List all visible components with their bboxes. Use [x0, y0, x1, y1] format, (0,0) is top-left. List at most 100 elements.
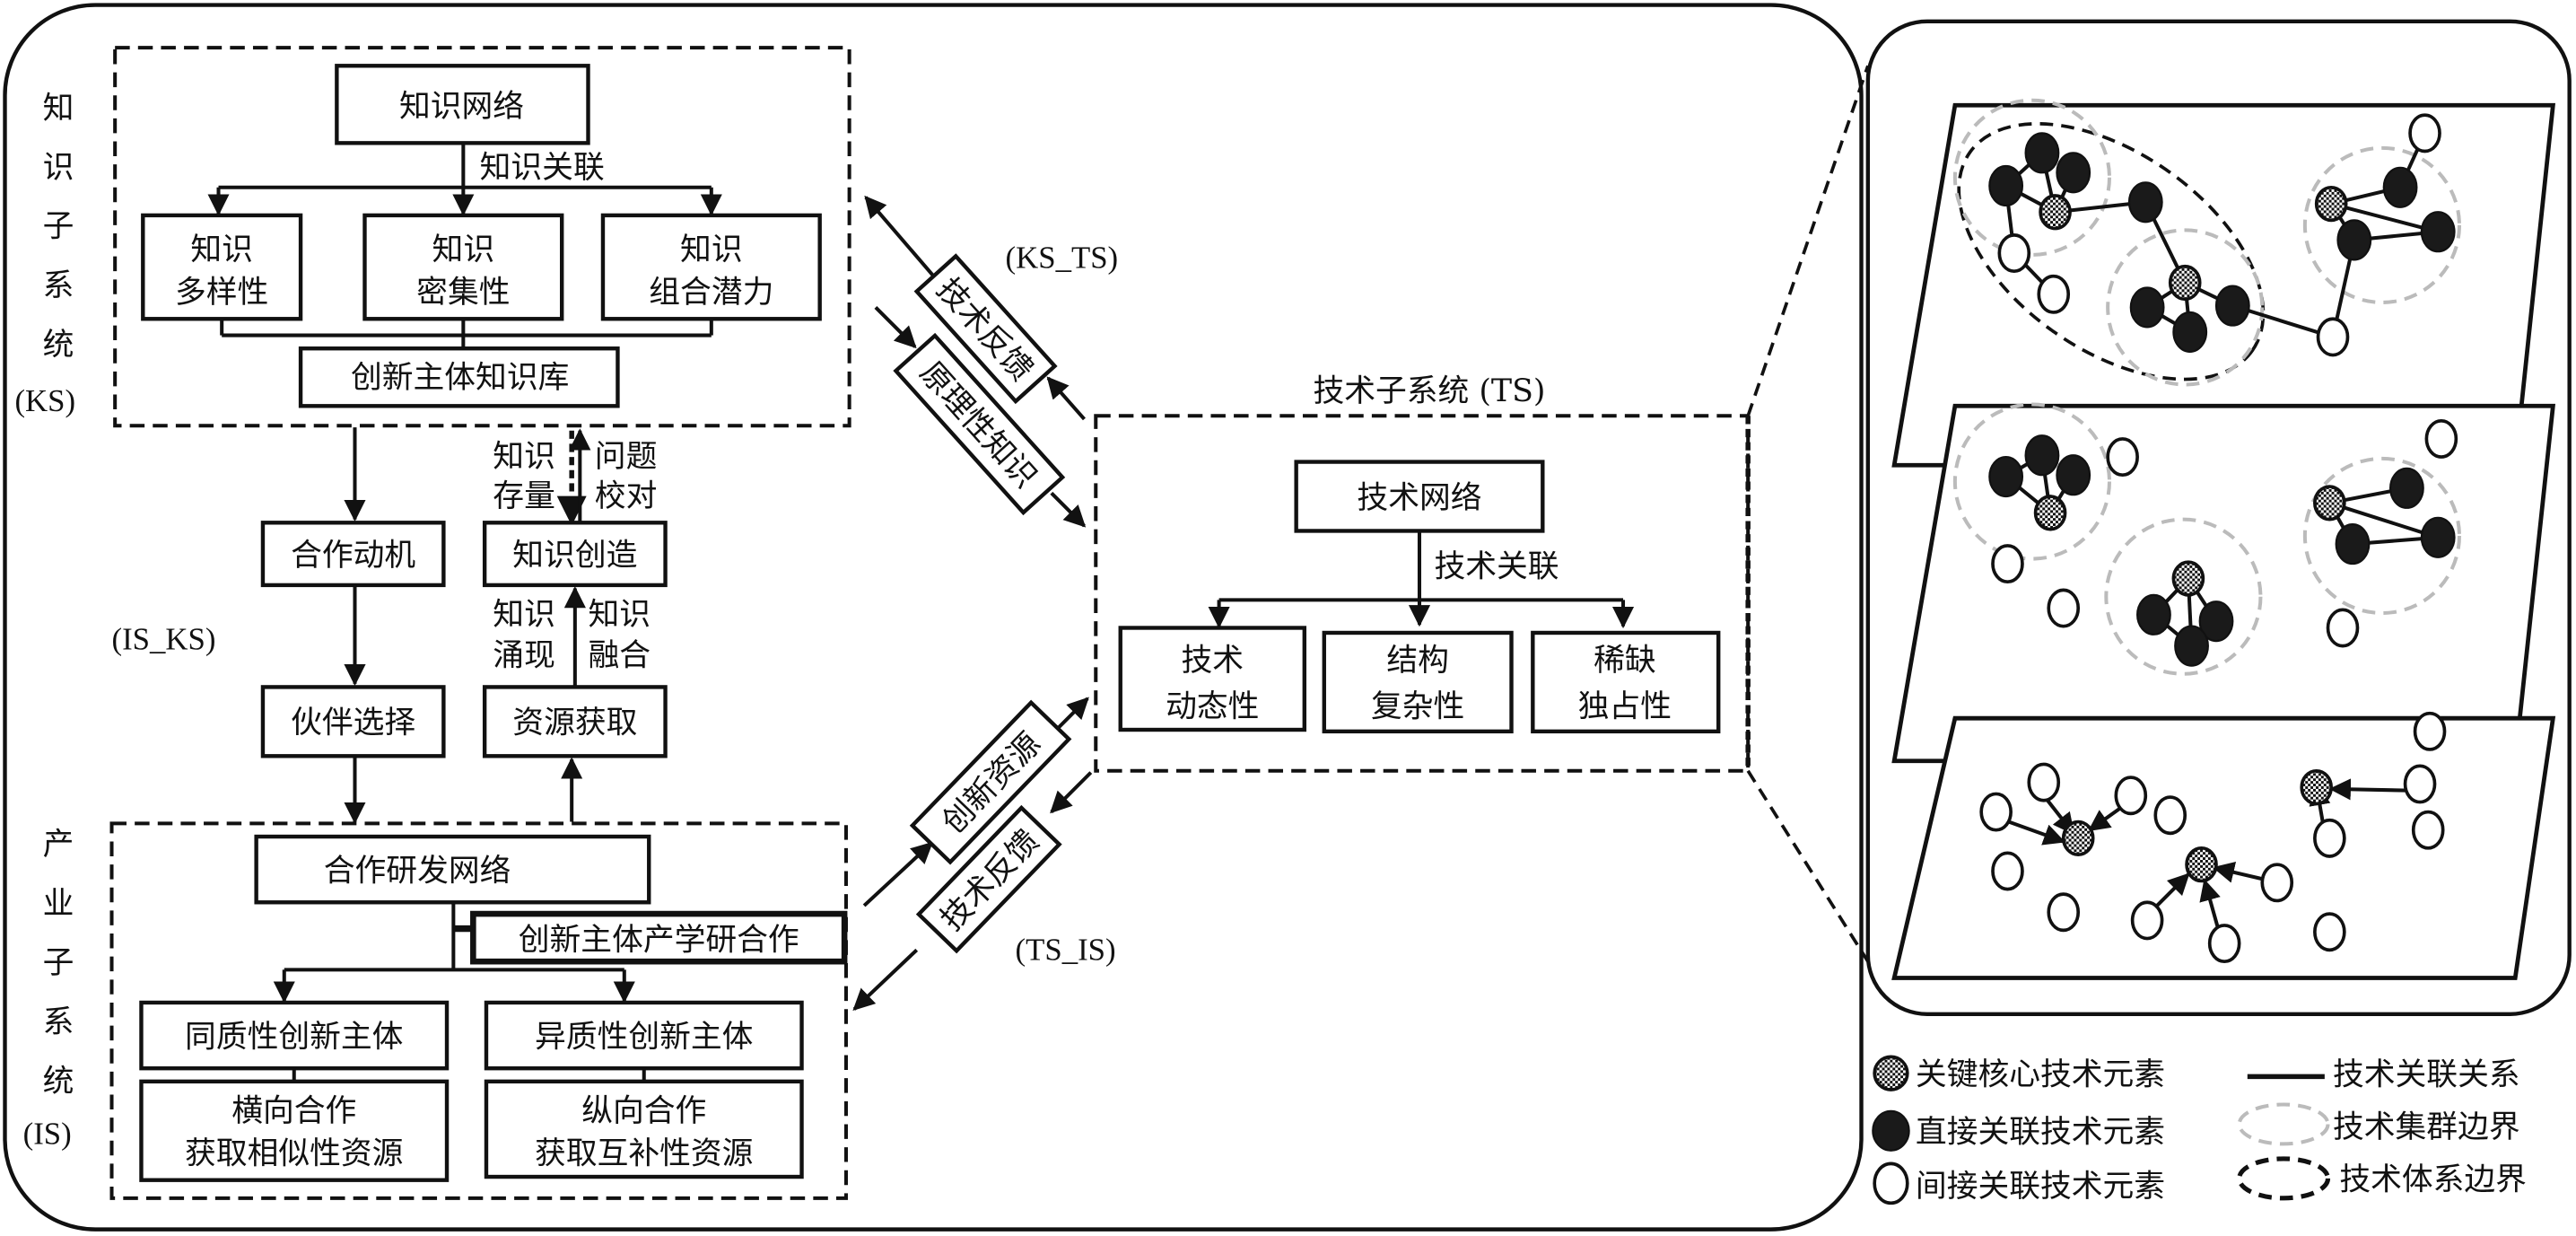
legend-cluster-label: 技术集群边界 [2333, 1109, 2520, 1145]
knowledge-base-label: 创新主体知识库 [351, 360, 569, 396]
knowledge-fusion-line1: 知识 [588, 597, 651, 633]
knowledge-diversity-line2: 多样性 [175, 275, 268, 311]
knowledge-emerge-line2: 涌现 [493, 638, 555, 674]
core-element-icon [1873, 1055, 1909, 1091]
cooperation-motive-label: 合作动机 [291, 538, 415, 574]
legend-item-cluster: 技术集群边界 [2237, 1102, 2520, 1146]
knowledge-diversity-line1: 知识 [190, 232, 253, 267]
knowledge-density-line2: 密集性 [416, 275, 510, 311]
ts-is-interaction: 创新资源 技术反馈 (TS_IS) [852, 697, 1116, 1011]
iur-cooperation-box [470, 910, 848, 965]
knowledge-network-label: 知识网络 [399, 89, 524, 125]
partner-selection-label: 伙伴选择 [291, 706, 415, 741]
network-plane-emergence [1891, 711, 2556, 980]
zoom-connector [1745, 65, 1870, 963]
scarcity-exclusivity-line1: 稀缺 [1594, 643, 1656, 679]
structure-complexity-box [1322, 630, 1514, 734]
tech-network-label: 技术网络 [1357, 480, 1481, 516]
is-label-char: 子 [43, 945, 74, 981]
knowledge-emerge-line1: 知识 [493, 597, 555, 633]
ks-boundary [113, 46, 851, 428]
is-label-char: 系 [43, 1004, 74, 1040]
knowledge-creation-label: 知识创造 [512, 538, 637, 574]
tech-network-box [1294, 460, 1545, 533]
legend-item-direct: 直接关联技术元素 [1872, 1109, 2165, 1152]
legend-direct-label: 直接关联技术元素 [1916, 1115, 2165, 1151]
knowledge-stock-line2: 存量 [493, 478, 555, 514]
legend-core-label: 关键核心技术元素 [1916, 1057, 2165, 1093]
knowledge-fusion-line2: 融合 [588, 638, 651, 674]
network-panel-frame [1865, 19, 2572, 1016]
knowledge-combination-line1: 知识 [680, 232, 743, 267]
legend-relation-label: 技术关联关系 [2333, 1057, 2520, 1093]
horizontal-cooperation-box [139, 1079, 450, 1182]
scarcity-exclusivity-box [1531, 630, 1721, 734]
indirect-element-icon [1873, 1161, 1909, 1205]
iur-cooperation-label: 创新主体产学研合作 [519, 922, 799, 958]
is-side-label: 产 业 子 系 统 (IS) [23, 827, 74, 1151]
tech-dynamics-line1: 技术 [1182, 643, 1244, 679]
legend-indirect-label: 间接关联技术元素 [1916, 1169, 2165, 1205]
direct-element-icon [1872, 1109, 1910, 1152]
vertical-cooperation-line1: 纵向合作 [581, 1093, 706, 1129]
ks-ts-interaction: (KS_TS) 技术反馈 原理性知识 [864, 195, 1119, 528]
structure-complexity-line2: 复杂性 [1371, 688, 1464, 724]
system-boundary-icon [2237, 1156, 2331, 1201]
network-plane-evolved [1891, 98, 2556, 468]
knowledge-creation-box [482, 521, 668, 588]
legend-item-system: 技术体系边界 [2237, 1156, 2527, 1201]
ts-is-label: (TS_IS) [1016, 932, 1116, 967]
is-label-char: 业 [43, 886, 74, 922]
resource-acquisition-box [482, 685, 668, 758]
scarcity-exclusivity-line2: 独占性 [1578, 688, 1672, 724]
ts-subsystem: 技术子系统 (TS) 技术网络 技术关联 技术 动态性 结构 复杂性 稀缺 独占… [1094, 373, 1751, 773]
is-boundary [109, 821, 848, 1200]
rd-network-box [254, 834, 651, 905]
cluster-boundary-icon [2237, 1102, 2330, 1146]
knowledge-base-box [298, 346, 620, 408]
homogeneous-actor-label: 同质性创新主体 [185, 1019, 403, 1055]
horizontal-cooperation-line2: 获取相似性资源 [185, 1135, 403, 1171]
ks-side-label: 知 识 子 系 统 (KS) [14, 91, 75, 418]
ks-label-char: 统 [43, 328, 74, 364]
main-frame [3, 3, 1864, 1232]
rd-network-label: 合作研发网络 [324, 853, 511, 889]
tech-dynamics-box [1118, 626, 1307, 732]
is-label-char: 统 [43, 1064, 74, 1100]
network-plane-clusters [1891, 402, 2556, 764]
legend-item-core: 关键核心技术元素 [1873, 1055, 2165, 1093]
heterogeneous-actor-box [484, 1000, 804, 1071]
problem-check-line1: 问题 [595, 439, 658, 475]
legend: 关键核心技术元素 直接关联技术元素 间接关联技术元素 技术关联关系 技术集群边界… [1872, 1055, 2527, 1205]
legend-system-label: 技术体系边界 [2339, 1162, 2527, 1198]
problem-check-line2: 校对 [595, 478, 658, 514]
partner-selection-box [260, 685, 446, 758]
horizontal-cooperation-line1: 横向合作 [231, 1093, 356, 1129]
knowledge-combination-line2: 组合潜力 [649, 275, 773, 311]
homogeneous-actor-box [139, 1000, 450, 1071]
legend-item-relation: 技术关联关系 [2247, 1057, 2520, 1093]
knowledge-density-box [362, 213, 564, 321]
is-label-char: 产 [43, 827, 74, 863]
ks-label-char: 知 [43, 91, 74, 127]
ks-label-abbr: (KS) [14, 383, 75, 418]
knowledge-combination-box [600, 213, 822, 321]
is-subsystem: 产 业 子 系 统 (IS) 合作研发网络 创新主体产学研合作 同质性创新主体 … [23, 821, 848, 1200]
legend-item-indirect: 间接关联技术元素 [1873, 1161, 2165, 1205]
ks-ts-label: (KS_TS) [1006, 240, 1119, 275]
ks-label-char: 子 [43, 209, 74, 245]
vertical-cooperation-line2: 获取互补性资源 [535, 1135, 753, 1171]
tech-dynamics-line2: 动态性 [1166, 688, 1259, 724]
knowledge-stock-line1: 知识 [493, 439, 555, 475]
knowledge-density-line1: 知识 [432, 232, 495, 267]
is-ks-label: (IS_KS) [112, 621, 216, 656]
is-label-abbr: (IS) [23, 1116, 72, 1151]
tech-relation-label: 技术关联 [1434, 549, 1559, 585]
resource-acquisition-label: 资源获取 [512, 706, 637, 741]
ks-label-char: 识 [43, 150, 74, 186]
knowledge-diversity-box [141, 213, 303, 321]
knowledge-network-box [335, 64, 590, 145]
vertical-cooperation-box [484, 1079, 804, 1179]
ks-subsystem: 知 识 子 系 统 (KS) 知识网络 知识关联 知识 多样性 知识 密集性 知… [14, 46, 851, 428]
